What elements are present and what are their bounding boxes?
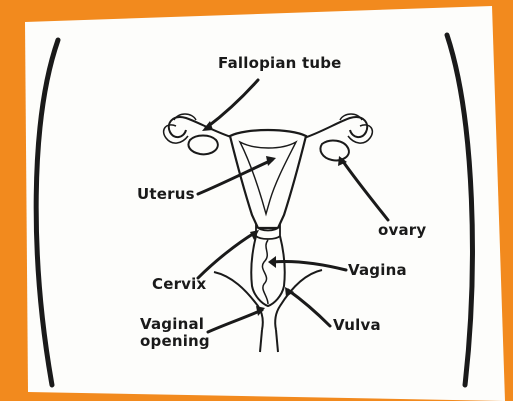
left-ovary (188, 136, 217, 155)
vagina-label: Vagina (348, 262, 407, 279)
vaginal-opening-label: Vaginal opening (140, 316, 210, 350)
uterus-label: Uterus (137, 186, 195, 203)
vulva-label: Vulva (333, 317, 381, 334)
fallopian-tube-label: Fallopian tube (218, 55, 342, 72)
vaginal-opening-label-line1: Vaginal (140, 316, 210, 333)
vaginal-opening-label-line2: opening (140, 333, 210, 350)
right-ovary (320, 141, 348, 161)
ovary-label: ovary (378, 222, 426, 239)
cervix-label: Cervix (152, 276, 206, 293)
